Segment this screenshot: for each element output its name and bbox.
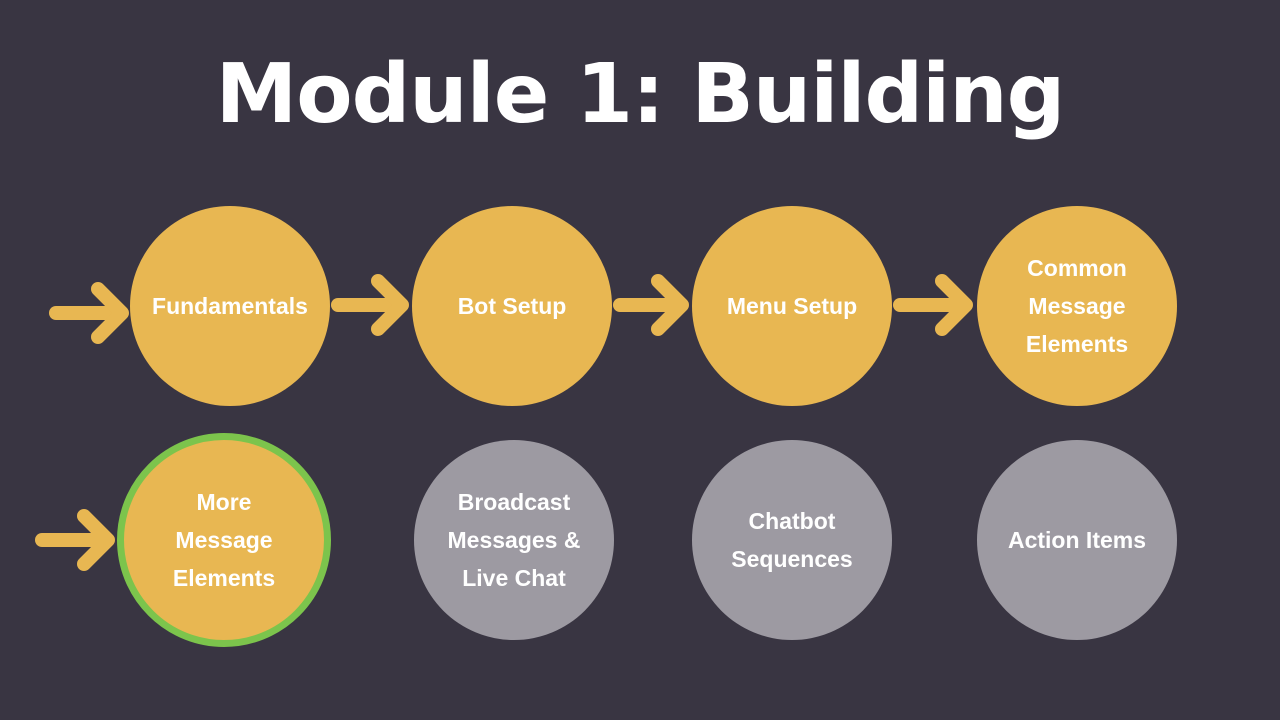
step-label: Bot Setup [457,293,567,319]
step-label: Menu Setup [726,293,858,319]
step-more-message-elements: More Message Elements [117,433,331,647]
step-label: More Message Elements [172,489,276,591]
step-bot-setup: Bot Setup [412,206,612,406]
arrow-bot-setup-to-menu-setup [613,274,689,336]
arrow-fundamentals-to-bot-setup [331,274,409,336]
step-label: Fundamentals [152,293,308,319]
step-label: Chatbot Sequences [731,508,853,572]
step-label: Common Message Elements [1025,255,1129,357]
step-fundamentals: Fundamentals [130,206,330,406]
step-action-items: Action Items [977,440,1177,640]
step-chatbot-sequences: Chatbot Sequences [692,440,892,640]
step-common-message-elements: Common Message Elements [977,206,1177,406]
arrow-into-more-message-elements [35,509,115,571]
arrow-menu-setup-to-common-message-elements [893,274,973,336]
step-broadcast-messages-live-chat: Broadcast Messages & Live Chat [414,440,614,640]
step-menu-setup: Menu Setup [692,206,892,406]
step-label: Action Items [1007,527,1147,553]
slide-title: Module 1: Building [215,47,1066,142]
arrow-into-fundamentals [49,282,129,344]
step-label: Broadcast Messages & Live Chat [447,489,581,591]
